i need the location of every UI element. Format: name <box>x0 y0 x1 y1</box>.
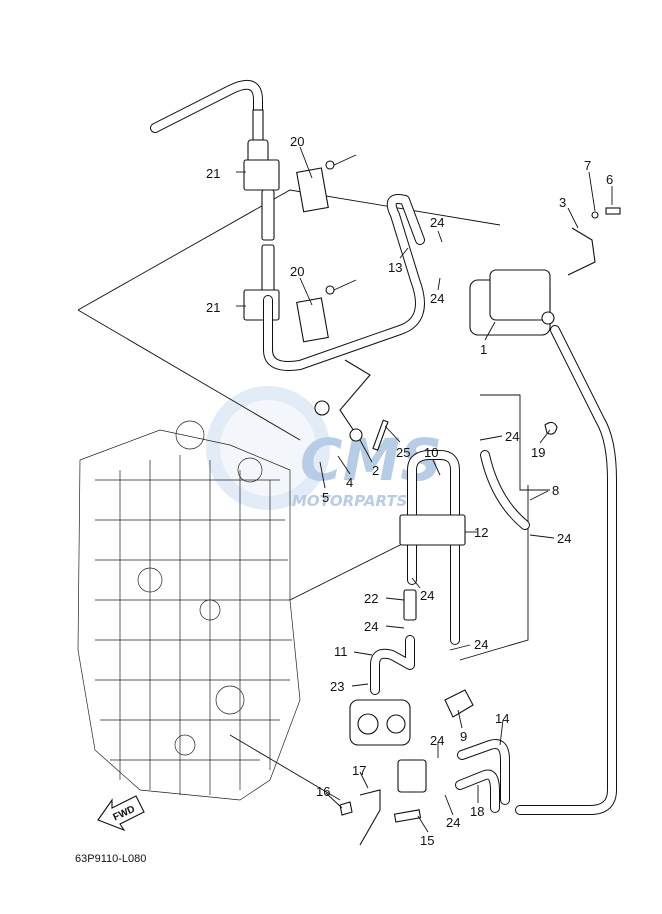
callout-labels: 21 20 21 20 3 7 6 24 13 24 1 25 2 4 5 24… <box>206 134 613 848</box>
hose-8 <box>480 421 558 530</box>
callout-12: 12 <box>474 525 488 540</box>
callout-24a: 24 <box>430 215 444 230</box>
callout-21b: 21 <box>206 300 220 315</box>
callout-24c: 24 <box>505 429 519 444</box>
callout-5: 5 <box>322 490 329 505</box>
hose-14 <box>455 739 510 813</box>
callout-24f: 24 <box>364 619 378 634</box>
clamp-lower <box>243 279 357 343</box>
callout-10: 10 <box>424 445 438 460</box>
callout-24i: 24 <box>446 815 460 830</box>
callout-2: 2 <box>372 463 379 478</box>
callout-19: 19 <box>531 445 545 460</box>
fuel-hose-top <box>150 79 275 296</box>
callout-20a: 20 <box>290 134 304 149</box>
valve-9 <box>444 689 474 718</box>
callout-13: 13 <box>388 260 402 275</box>
fwd-arrow: FWD <box>97 795 145 832</box>
callout-21a: 21 <box>206 166 220 181</box>
callout-18: 18 <box>470 804 484 819</box>
callout-6: 6 <box>606 172 613 187</box>
callout-16: 16 <box>316 784 330 799</box>
callout-1: 1 <box>480 342 487 357</box>
hose-10 <box>399 450 466 645</box>
hose-11 <box>370 589 417 695</box>
svg-text:MOTORPARTS: MOTORPARTS <box>292 492 407 510</box>
callout-24e: 24 <box>420 588 434 603</box>
bracket-2 <box>314 359 389 451</box>
engine-block <box>77 420 301 801</box>
callout-4: 4 <box>346 475 353 490</box>
callout-25: 25 <box>396 445 410 460</box>
callout-15: 15 <box>420 833 434 848</box>
callout-24h: 24 <box>430 733 444 748</box>
callout-23: 23 <box>330 679 344 694</box>
callout-8: 8 <box>552 483 559 498</box>
watermark-logo: CMS MOTORPARTS <box>206 386 442 510</box>
callout-22: 22 <box>364 591 378 606</box>
callout-24g: 24 <box>474 637 488 652</box>
bracket-3 <box>567 207 621 276</box>
clamp-upper <box>243 154 357 213</box>
canister <box>469 269 617 815</box>
callout-leaders <box>236 146 613 833</box>
diagram-code: 63P9110-L080 <box>75 853 146 865</box>
callout-20b: 20 <box>290 264 304 279</box>
pump-15 <box>339 759 427 846</box>
hose-13 <box>263 194 425 371</box>
callout-9: 9 <box>460 729 467 744</box>
callout-14: 14 <box>495 711 509 726</box>
reference-lines <box>77 189 550 801</box>
callout-24d: 24 <box>557 531 571 546</box>
callout-24b: 24 <box>430 291 444 306</box>
callout-17: 17 <box>352 763 366 778</box>
fitting-23 <box>349 699 411 746</box>
callout-3: 3 <box>559 195 566 210</box>
callout-7: 7 <box>584 158 591 173</box>
callout-11: 11 <box>334 644 348 659</box>
